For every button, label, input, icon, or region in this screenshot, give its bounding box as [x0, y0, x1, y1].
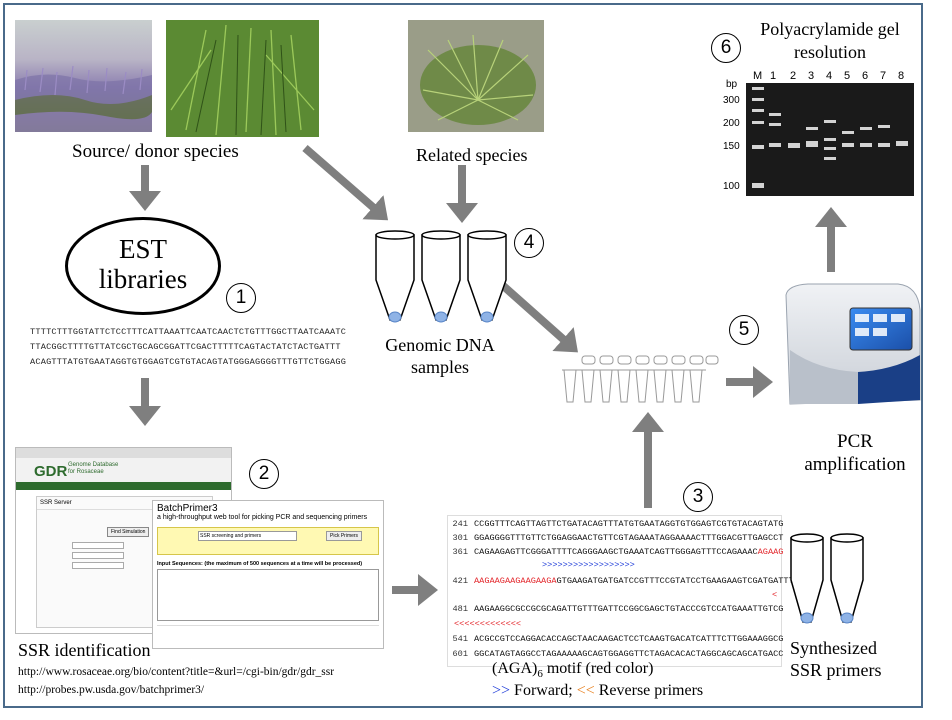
gel-title: Polyacrylamide gel resolution: [740, 18, 920, 64]
figure-frame: [3, 3, 923, 708]
est-label-line1: EST: [118, 234, 167, 264]
gdr-panel-title: SSR Server: [37, 497, 212, 510]
synthesized-primer-tubes: [790, 533, 864, 624]
gdr-find-button: Find Simulation: [107, 527, 150, 537]
pcr-tube: [671, 355, 704, 403]
gel-lane-label: 8: [898, 70, 904, 82]
step-1-circle: 1: [226, 283, 256, 313]
lavender-field-photo: [15, 20, 152, 132]
step-2-circle: 2: [249, 459, 279, 489]
batchprimer3-primer-type: SSR screening and primers: [198, 531, 297, 541]
gel-lane-label: 2: [790, 70, 796, 82]
synth-label-line1: Synthesized: [790, 638, 877, 658]
arrow-tubes-to-pcrtubes: [497, 280, 578, 353]
est-sequence-line: TTTTCTTTGGTATTCTCCTTTCATTAAATTCAATCAACTC…: [30, 327, 347, 337]
reverse-primer-marks: <<<<<<<<<<<<<: [454, 619, 522, 629]
motif-legend: (AGA)6 motif (red color): [492, 660, 654, 681]
est-sequence-line: ACAGTTTATGTGAATAGGTGTGGAGTCGTGTACAGTATGG…: [30, 357, 347, 367]
related-species-label: Related species: [416, 145, 528, 165]
pcr-tube: [689, 355, 719, 403]
gel-bp-label: bp: [726, 79, 738, 90]
gel-title-line1: Polyacrylamide gel: [760, 19, 900, 39]
est-label-line2: libraries: [98, 264, 188, 294]
gdr-url: http://www.rosaceae.org/bio/content?titl…: [18, 666, 335, 678]
rosemary-plant-photo: [166, 20, 319, 137]
gel-size-200: 200: [723, 118, 740, 129]
step-5-circle: 5: [729, 315, 759, 345]
batchprimer3-url: http://probes.pw.usda.gov/batchprimer3/: [18, 684, 205, 696]
gel-lane-label: 7: [880, 70, 886, 82]
related-species-photo: [408, 20, 544, 132]
est-sequence-block: TTTTCTTTGGTATTCTCCTTTCATTAAATTCAATCAACTC…: [30, 325, 346, 370]
forward-primer-marks: >>>>>>>>>>>>>>>>>>: [542, 560, 635, 570]
gdr-logo: GDR: [34, 463, 68, 480]
batchprimer3-subtitle: a high-throughput web tool for picking P…: [157, 514, 368, 521]
primer-legend: >> Forward; << Reverse primers: [492, 682, 704, 699]
synth-label-line2: SSR primers: [790, 660, 882, 680]
genomic-dna-tubes: [375, 230, 507, 323]
gel-title-line2: resolution: [794, 42, 866, 62]
genomic-tube: [467, 234, 507, 321]
pcr-amplification-label: PCR amplification: [790, 430, 920, 476]
batchprimer3-pick-button: Pick Primers: [326, 531, 363, 541]
est-sequence-line: TTACGGCTTTTGTTATCGCTGCAGCGGATTCGACTTTTTC…: [30, 342, 341, 352]
reverse-primer-mark-end: <: [772, 590, 778, 600]
gel-lane-label: 1: [770, 70, 776, 82]
step-3-circle: 3: [683, 482, 713, 512]
batchprimer3-input-label: Input Sequences: (the maximum of 500 seq…: [157, 561, 363, 567]
related-species-image: [408, 20, 544, 132]
genomic-tube: [375, 234, 415, 321]
gel-lane-label: 5: [844, 70, 850, 82]
step-4-circle: 4: [514, 228, 544, 258]
arrow-source-to-tubes: [302, 144, 389, 221]
genomic-tube: [421, 234, 461, 321]
gel-lane-label: M: [753, 70, 762, 82]
gel-lane-label: 3: [808, 70, 814, 82]
pcr-tube-strip: [562, 355, 719, 403]
pcr-machine: [785, 283, 921, 405]
genomic-label-line2: samples: [411, 357, 469, 377]
est-libraries-ellipse: EST libraries: [65, 217, 221, 315]
lavender-field-image: [15, 65, 152, 132]
gel-size-150: 150: [723, 141, 740, 152]
ssr-identification-label: SSR identification: [18, 640, 151, 660]
batchprimer3-screenshot: BatchPrimer3 a high-throughput web tool …: [152, 500, 384, 649]
gel-size-300: 300: [723, 95, 740, 106]
pcr-label-line1: PCR: [837, 431, 873, 452]
gel-size-100: 100: [723, 181, 740, 192]
gel-lane-label: 6: [862, 70, 868, 82]
rosemary-plant-image: [166, 20, 319, 137]
source-species-label: Source/ donor species: [72, 141, 239, 162]
pcr-label-line2: amplification: [804, 454, 906, 475]
genomic-label-line1: Genomic DNA: [385, 335, 495, 355]
pcr-tube: [563, 355, 596, 403]
gel-lane-label: 4: [826, 70, 832, 82]
step-6-circle: 6: [711, 33, 741, 63]
synthesized-primers-label: Synthesized SSR primers: [790, 637, 882, 681]
pcr-tube: [581, 355, 614, 403]
genomic-dna-label: Genomic DNA samples: [370, 334, 510, 378]
batchprimer3-title: BatchPrimer3: [157, 503, 218, 514]
polyacrylamide-gel: bp 300 200 150 100 M 1 2 3 4 5 6 7 8: [723, 70, 914, 196]
